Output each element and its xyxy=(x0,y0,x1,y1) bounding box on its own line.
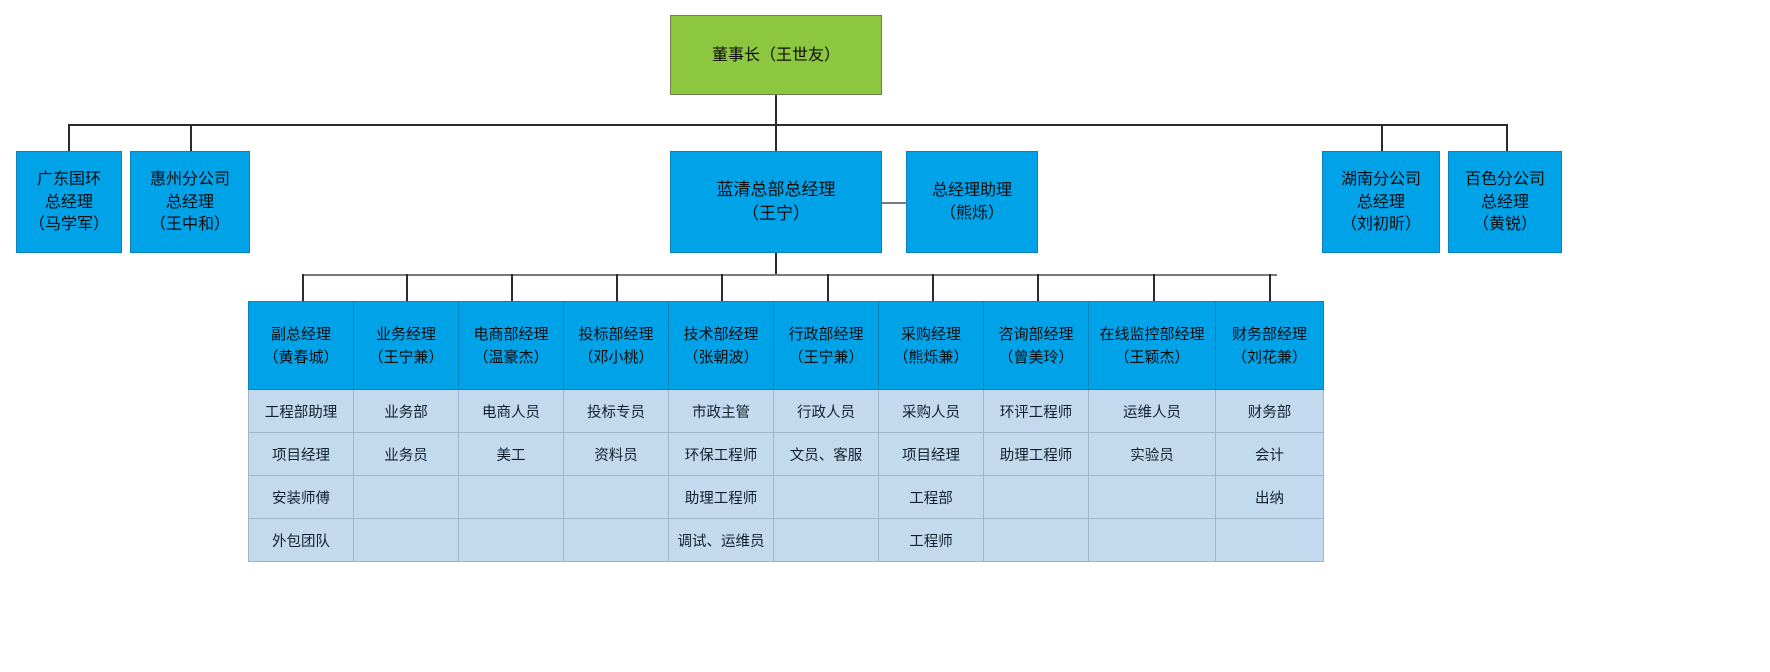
staff-cell: 助理工程师 xyxy=(668,475,774,519)
staff-cell: 工程部助理 xyxy=(248,389,354,433)
connector-hq-dept-stem xyxy=(775,253,777,275)
node-branch-hunan[interactable]: 湖南分公司 总经理 （刘初昕） xyxy=(1322,151,1440,253)
department-staff-row: 外包团队 调试、运维员 工程师 xyxy=(248,518,1324,562)
staff-cell: 项目经理 xyxy=(878,432,984,476)
staff-cell: 市政主管 xyxy=(668,389,774,433)
staff-cell-empty xyxy=(983,518,1089,562)
staff-cell: 会计 xyxy=(1215,432,1324,476)
connector-drop-dept-10 xyxy=(1269,274,1271,301)
staff-cell: 实验员 xyxy=(1088,432,1216,476)
staff-cell-empty xyxy=(353,475,459,519)
connector-drop-dept-1 xyxy=(302,274,304,301)
staff-cell: 运维人员 xyxy=(1088,389,1216,433)
connector-drop-hunan xyxy=(1381,124,1383,151)
staff-cell-empty xyxy=(1215,518,1324,562)
staff-cell: 工程部 xyxy=(878,475,984,519)
staff-cell: 调试、运维员 xyxy=(668,518,774,562)
department-header-cell[interactable]: 采购经理 （熊烁兼） xyxy=(878,301,984,390)
department-staff-row: 项目经理业务员美工资料员环保工程师文员、客服项目经理助理工程师实验员会计 xyxy=(248,432,1324,476)
staff-cell-empty xyxy=(563,475,669,519)
staff-cell: 助理工程师 xyxy=(983,432,1089,476)
department-header-cell[interactable]: 副总经理 （黄春城） xyxy=(248,301,354,390)
staff-cell: 投标专员 xyxy=(563,389,669,433)
department-grid: 副总经理 （黄春城）业务经理 （王宁兼）电商部经理 （温豪杰）投标部经理 （邓小… xyxy=(248,301,1324,562)
connector-hq-assistant xyxy=(882,202,906,204)
connector-drop-dept-4 xyxy=(616,274,618,301)
connector-drop-dept-7 xyxy=(932,274,934,301)
connector-drop-dept-6 xyxy=(827,274,829,301)
staff-cell: 业务员 xyxy=(353,432,459,476)
department-header-cell[interactable]: 电商部经理 （温豪杰） xyxy=(458,301,564,390)
staff-cell: 电商人员 xyxy=(458,389,564,433)
staff-cell-empty xyxy=(563,518,669,562)
connector-drop-hq xyxy=(775,124,777,151)
node-gm-assistant[interactable]: 总经理助理 （熊烁） xyxy=(906,151,1038,253)
node-branch-guangdong[interactable]: 广东国环 总经理 （马学军） xyxy=(16,151,122,253)
connector-drop-dept-8 xyxy=(1037,274,1039,301)
connector-drop-huizhou xyxy=(190,124,192,151)
department-header-cell[interactable]: 行政部经理 （王宁兼） xyxy=(773,301,879,390)
staff-cell: 行政人员 xyxy=(773,389,879,433)
staff-cell: 出纳 xyxy=(1215,475,1324,519)
node-branch-baise[interactable]: 百色分公司 总经理 （黄锐） xyxy=(1448,151,1562,253)
staff-cell: 业务部 xyxy=(353,389,459,433)
staff-cell: 项目经理 xyxy=(248,432,354,476)
node-branch-huizhou[interactable]: 惠州分公司 总经理 （王中和） xyxy=(130,151,250,253)
staff-cell: 环评工程师 xyxy=(983,389,1089,433)
staff-cell-empty xyxy=(983,475,1089,519)
staff-cell-empty xyxy=(1088,475,1216,519)
node-chairman[interactable]: 董事长（王世友） xyxy=(670,15,882,95)
staff-cell: 采购人员 xyxy=(878,389,984,433)
department-header-cell[interactable]: 在线监控部经理 （王颖杰） xyxy=(1088,301,1216,390)
connector-dept-bus xyxy=(302,274,1277,276)
connector-drop-dept-2 xyxy=(406,274,408,301)
connector-drop-dept-9 xyxy=(1153,274,1155,301)
department-header-cell[interactable]: 技术部经理 （张朝波） xyxy=(668,301,774,390)
staff-cell: 美工 xyxy=(458,432,564,476)
connector-drop-guangdong xyxy=(68,124,70,151)
department-staff-row: 工程部助理业务部电商人员投标专员市政主管行政人员采购人员环评工程师运维人员财务部 xyxy=(248,389,1324,433)
staff-cell-empty xyxy=(773,475,879,519)
node-hq-manager[interactable]: 蓝清总部总经理 （王宁） xyxy=(670,151,882,253)
staff-cell-empty xyxy=(353,518,459,562)
staff-cell: 工程师 xyxy=(878,518,984,562)
department-header-cell[interactable]: 咨询部经理 （曾美玲） xyxy=(983,301,1089,390)
department-header-cell[interactable]: 业务经理 （王宁兼） xyxy=(353,301,459,390)
connector-chairman-stem xyxy=(775,95,777,125)
staff-cell-empty xyxy=(773,518,879,562)
connector-drop-dept-5 xyxy=(721,274,723,301)
staff-cell: 资料员 xyxy=(563,432,669,476)
department-staff-row: 安装师傅 助理工程师 工程部 出纳 xyxy=(248,475,1324,519)
staff-cell-empty xyxy=(458,518,564,562)
connector-drop-baise xyxy=(1506,124,1508,151)
department-header-row: 副总经理 （黄春城）业务经理 （王宁兼）电商部经理 （温豪杰）投标部经理 （邓小… xyxy=(248,301,1324,390)
department-header-cell[interactable]: 投标部经理 （邓小桃） xyxy=(563,301,669,390)
staff-cell: 安装师傅 xyxy=(248,475,354,519)
staff-cell: 环保工程师 xyxy=(668,432,774,476)
staff-cell: 外包团队 xyxy=(248,518,354,562)
staff-cell-empty xyxy=(1088,518,1216,562)
connector-drop-dept-3 xyxy=(511,274,513,301)
staff-cell: 财务部 xyxy=(1215,389,1324,433)
department-header-cell[interactable]: 财务部经理 （刘花兼） xyxy=(1215,301,1324,390)
staff-cell: 文员、客服 xyxy=(773,432,879,476)
connector-level2-bus xyxy=(68,124,1508,126)
staff-cell-empty xyxy=(458,475,564,519)
